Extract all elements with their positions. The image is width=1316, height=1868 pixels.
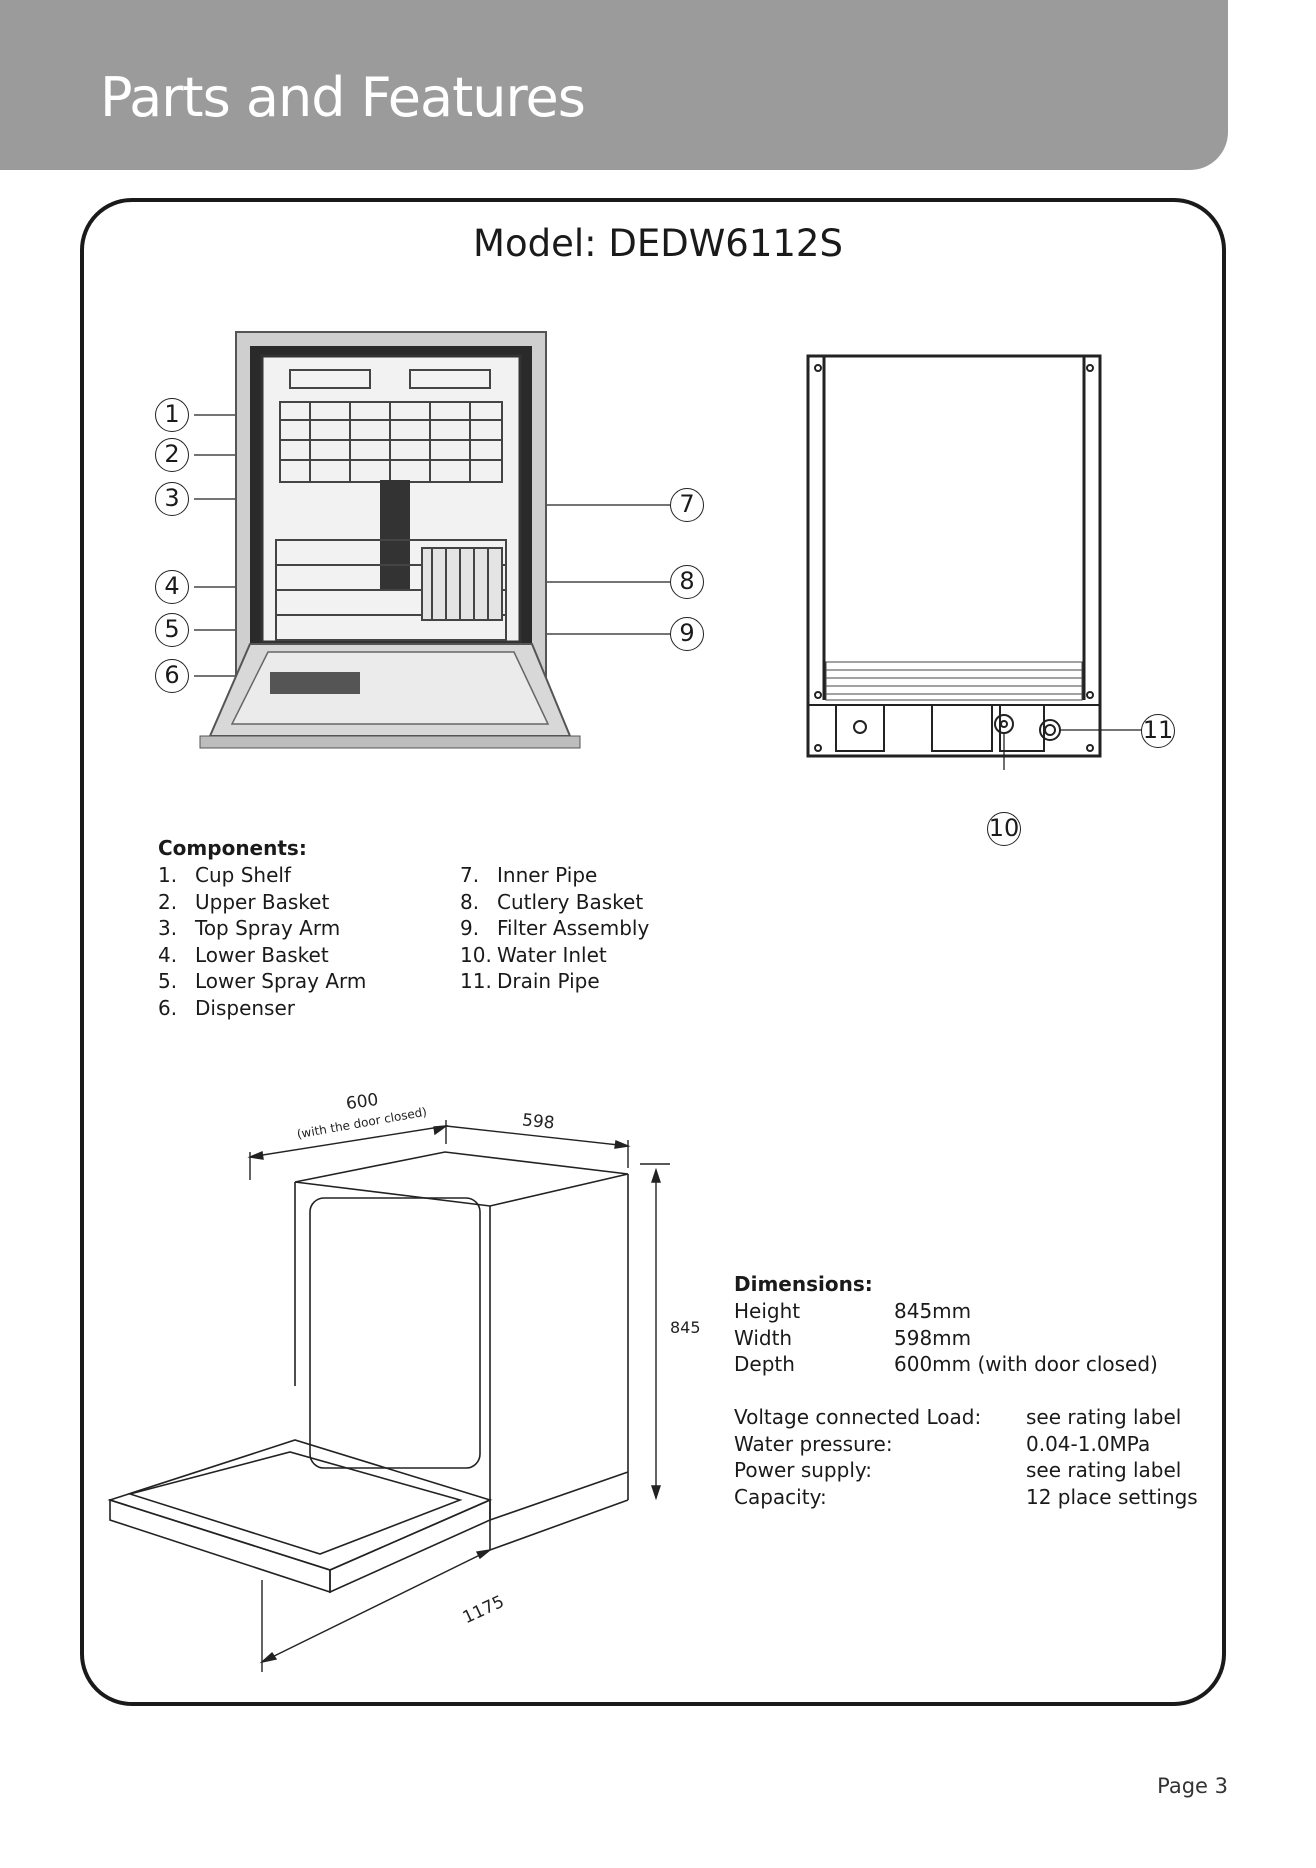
list-item: 3.Top Spray Arm bbox=[158, 916, 341, 941]
components-list-left: 1.Cup Shelf 2.Upper Basket 3.Top Spray A… bbox=[158, 862, 366, 1022]
callout-1: 1 bbox=[155, 398, 189, 432]
width-dimension-label: 598 bbox=[521, 1110, 556, 1134]
table-row: Water pressure:0.04-1.0MPa bbox=[734, 1431, 1151, 1456]
callout-3: 3 bbox=[155, 482, 189, 516]
dishwasher-front-illustration bbox=[194, 331, 670, 749]
list-item: 2.Upper Basket bbox=[158, 889, 330, 914]
table-row: Capacity:12 place settings bbox=[734, 1484, 1198, 1509]
content-frame bbox=[80, 198, 1226, 1706]
page-number: Page 3 bbox=[1157, 1774, 1228, 1798]
callout-10: 10 bbox=[987, 812, 1021, 846]
callout-7: 7 bbox=[670, 488, 704, 522]
list-item: 4.Lower Basket bbox=[158, 942, 329, 967]
callout-5: 5 bbox=[155, 613, 189, 647]
callout-11: 11 bbox=[1141, 714, 1175, 748]
specs-table: Voltage connected Load:see rating label … bbox=[734, 1404, 1198, 1510]
callout-6: 6 bbox=[155, 659, 189, 693]
page-title: Parts and Features bbox=[100, 66, 586, 129]
dishwasher-back-illustration bbox=[806, 354, 1142, 770]
list-item: 6.Dispenser bbox=[158, 995, 295, 1020]
header-bar: Parts and Features bbox=[0, 0, 1228, 170]
callout-4: 4 bbox=[155, 570, 189, 604]
list-item: 1.Cup Shelf bbox=[158, 863, 291, 887]
list-item: 9.Filter Assembly bbox=[460, 916, 650, 941]
dimension-illustration bbox=[107, 1120, 670, 1672]
list-item: 7.Inner Pipe bbox=[460, 863, 598, 887]
vent-grid bbox=[825, 661, 1083, 701]
list-item: 8.Cutlery Basket bbox=[460, 889, 644, 914]
table-row: Power supply:see rating label bbox=[734, 1458, 1182, 1483]
dimensions-heading: Dimensions: bbox=[734, 1272, 873, 1296]
dimension-arrows bbox=[247, 1120, 670, 1672]
callout-9: 9 bbox=[670, 617, 704, 651]
height-dimension-label: 845 bbox=[670, 1318, 701, 1337]
components-heading: Components: bbox=[158, 836, 307, 860]
list-item: 10.Water Inlet bbox=[460, 942, 607, 967]
table-row: Voltage connected Load:see rating label bbox=[734, 1405, 1182, 1429]
model-label: Model: DEDW6112S bbox=[473, 222, 843, 265]
list-item: 5.Lower Spray Arm bbox=[158, 969, 367, 994]
callout-8: 8 bbox=[670, 565, 704, 599]
list-item: 11.Drain Pipe bbox=[460, 969, 600, 994]
callout-2: 2 bbox=[155, 438, 189, 472]
components-list-right: 7.Inner Pipe 8.Cutlery Basket 9.Filter A… bbox=[460, 862, 649, 995]
